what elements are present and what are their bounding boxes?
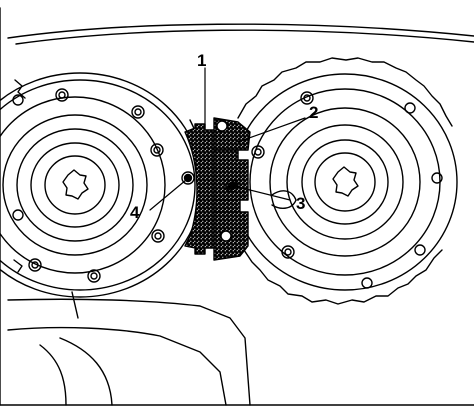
leader-4 — [149, 179, 187, 211]
drawing-frame — [0, 7, 474, 406]
lower-housing-outline — [7, 291, 251, 406]
callout-leaders — [149, 67, 306, 211]
callout-2: 2 — [309, 103, 319, 122]
engine-cover-outline — [7, 23, 474, 45]
callout-3: 3 — [296, 194, 306, 213]
leader-2 — [237, 117, 306, 143]
camshaft-locking-tool — [184, 117, 251, 261]
left-camshaft-adjuster — [0, 72, 206, 298]
right-camshaft-sprocket — [232, 57, 458, 305]
callout-1: 1 — [197, 51, 207, 70]
leader-3 — [233, 185, 291, 201]
callout-4: 4 — [130, 203, 140, 222]
